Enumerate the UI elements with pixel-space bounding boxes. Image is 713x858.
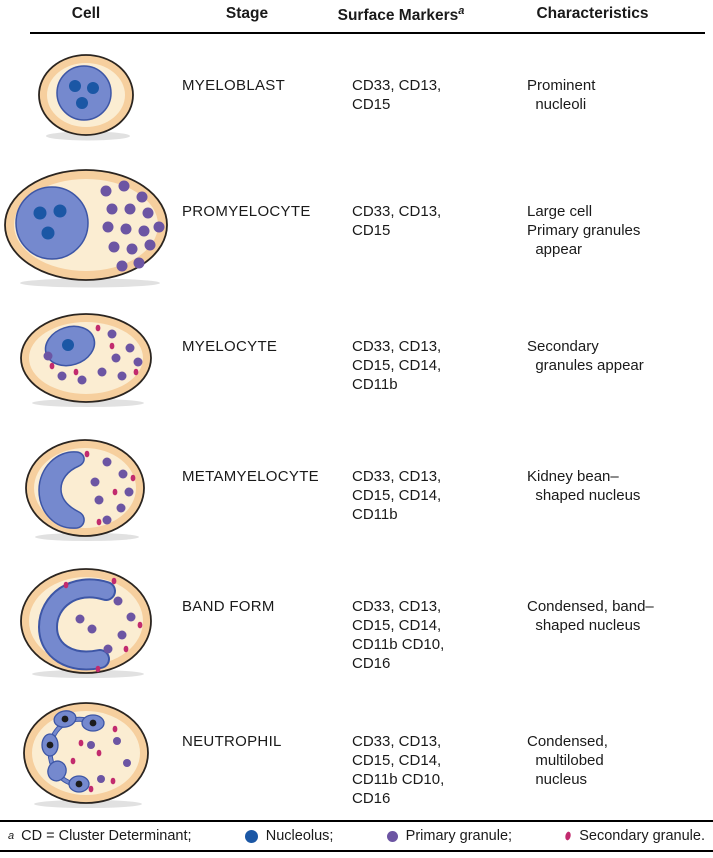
characteristics-value: Prominent nucleoli: [527, 77, 596, 113]
stage-label: NEUTROPHIL: [182, 733, 282, 750]
table-body: MYELOBLAST CD33, CD13, CD15 Prominent nu…: [0, 34, 713, 820]
secondary-granule-icon: [565, 831, 571, 841]
header-stage: Stage: [225, 5, 269, 22]
myelocyte-cell-illustration: [0, 295, 172, 425]
characteristics-value: Secondary granules appear: [527, 338, 644, 374]
primary-granule-icon: [386, 830, 398, 842]
surface-markers-value: CD33, CD13, CD15, CD14, CD11b: [352, 338, 442, 393]
footnote-superscript: a: [8, 830, 15, 842]
header-surface-markers-text: Surface Markers: [337, 7, 459, 25]
characteristics-value: Large cell Primary granules appear: [527, 203, 641, 258]
legend: a CD = Cluster Determinant; Nucleolus; Pr…: [0, 822, 713, 850]
stage-label: MYELOBLAST: [182, 77, 286, 94]
stage-label: METAMYELOCYTE: [182, 468, 319, 485]
legend-label: Primary granule;: [405, 828, 513, 844]
markers-footnote-superscript: a: [458, 5, 465, 17]
promyelocyte-cell-illustration: [0, 160, 172, 295]
header-divider-line: [30, 32, 705, 34]
legend-label: Nucleolus;: [265, 828, 334, 844]
characteristics-value: Kidney bean– shaped nucleus: [527, 468, 641, 504]
nucleolus-icon: [244, 829, 258, 843]
stage-label: PROMYELOCYTE: [182, 203, 311, 220]
table-header: Cell Stage Surface Markersa Characterist…: [0, 0, 713, 32]
stage-label: BAND FORM: [182, 598, 275, 615]
header-cell: Cell: [71, 5, 101, 22]
surface-markers-value: CD33, CD13, CD15, CD14, CD11b CD10, CD16: [352, 598, 445, 672]
myeloblast-cell-icon: [38, 54, 134, 141]
metamyelocyte-cell-icon: [25, 439, 145, 541]
legend-label: Secondary granule.: [579, 828, 705, 844]
row-band-form: BAND FORM CD33, CD13, CD15, CD14, CD11b …: [0, 555, 713, 690]
legend-item-nucleolus: Nucleolus;: [244, 828, 334, 844]
neutrophil-cell-illustration: [0, 690, 172, 820]
surface-markers-value: CD33, CD13, CD15, CD14, CD11b: [352, 468, 442, 523]
band-form-cell-illustration: [0, 555, 172, 690]
band-form-cell-icon: [20, 567, 152, 678]
metamyelocyte-cell-illustration: [0, 425, 172, 555]
characteristics-value: Condensed, band– shaped nucleus: [527, 598, 654, 634]
header-characteristics: Characteristics: [536, 5, 649, 22]
surface-markers-value: CD33, CD13, CD15: [352, 203, 442, 239]
characteristics-value: Condensed, multilobed nucleus: [527, 733, 608, 788]
surface-markers-value: CD33, CD13, CD15, CD14, CD11b CD10, CD16: [352, 733, 445, 807]
legend-item-primary-granule: Primary granule;: [386, 828, 512, 844]
myelocyte-cell-icon: [20, 313, 152, 407]
legend-item-secondary-granule: Secondary granule.: [564, 828, 705, 844]
row-promyelocyte: PROMYELOCYTE CD33, CD13, CD15 Large cell…: [0, 160, 713, 295]
promyelocyte-cell-icon: [4, 168, 168, 287]
row-neutrophil: NEUTROPHIL CD33, CD13, CD15, CD14, CD11b…: [0, 690, 713, 820]
footer-bottom-divider-line: [0, 850, 713, 852]
stage-label: MYELOCYTE: [182, 338, 278, 355]
header-surface-markers: Surface Markersa: [334, 5, 468, 25]
footnote: a CD = Cluster Determinant;: [8, 828, 192, 844]
row-myelocyte: MYELOCYTE CD33, CD13, CD15, CD14, CD11b …: [0, 295, 713, 425]
neutrophil-cell-icon: [23, 702, 149, 808]
row-myeloblast: MYELOBLAST CD33, CD13, CD15 Prominent nu…: [0, 34, 713, 160]
footer-top-divider-line: [0, 820, 713, 822]
surface-markers-value: CD33, CD13, CD15: [352, 77, 442, 113]
row-metamyelocyte: METAMYELOCYTE CD33, CD13, CD15, CD14, CD…: [0, 425, 713, 555]
myeloblast-cell-illustration: [0, 34, 172, 160]
footnote-text: CD = Cluster Determinant;: [21, 828, 192, 844]
